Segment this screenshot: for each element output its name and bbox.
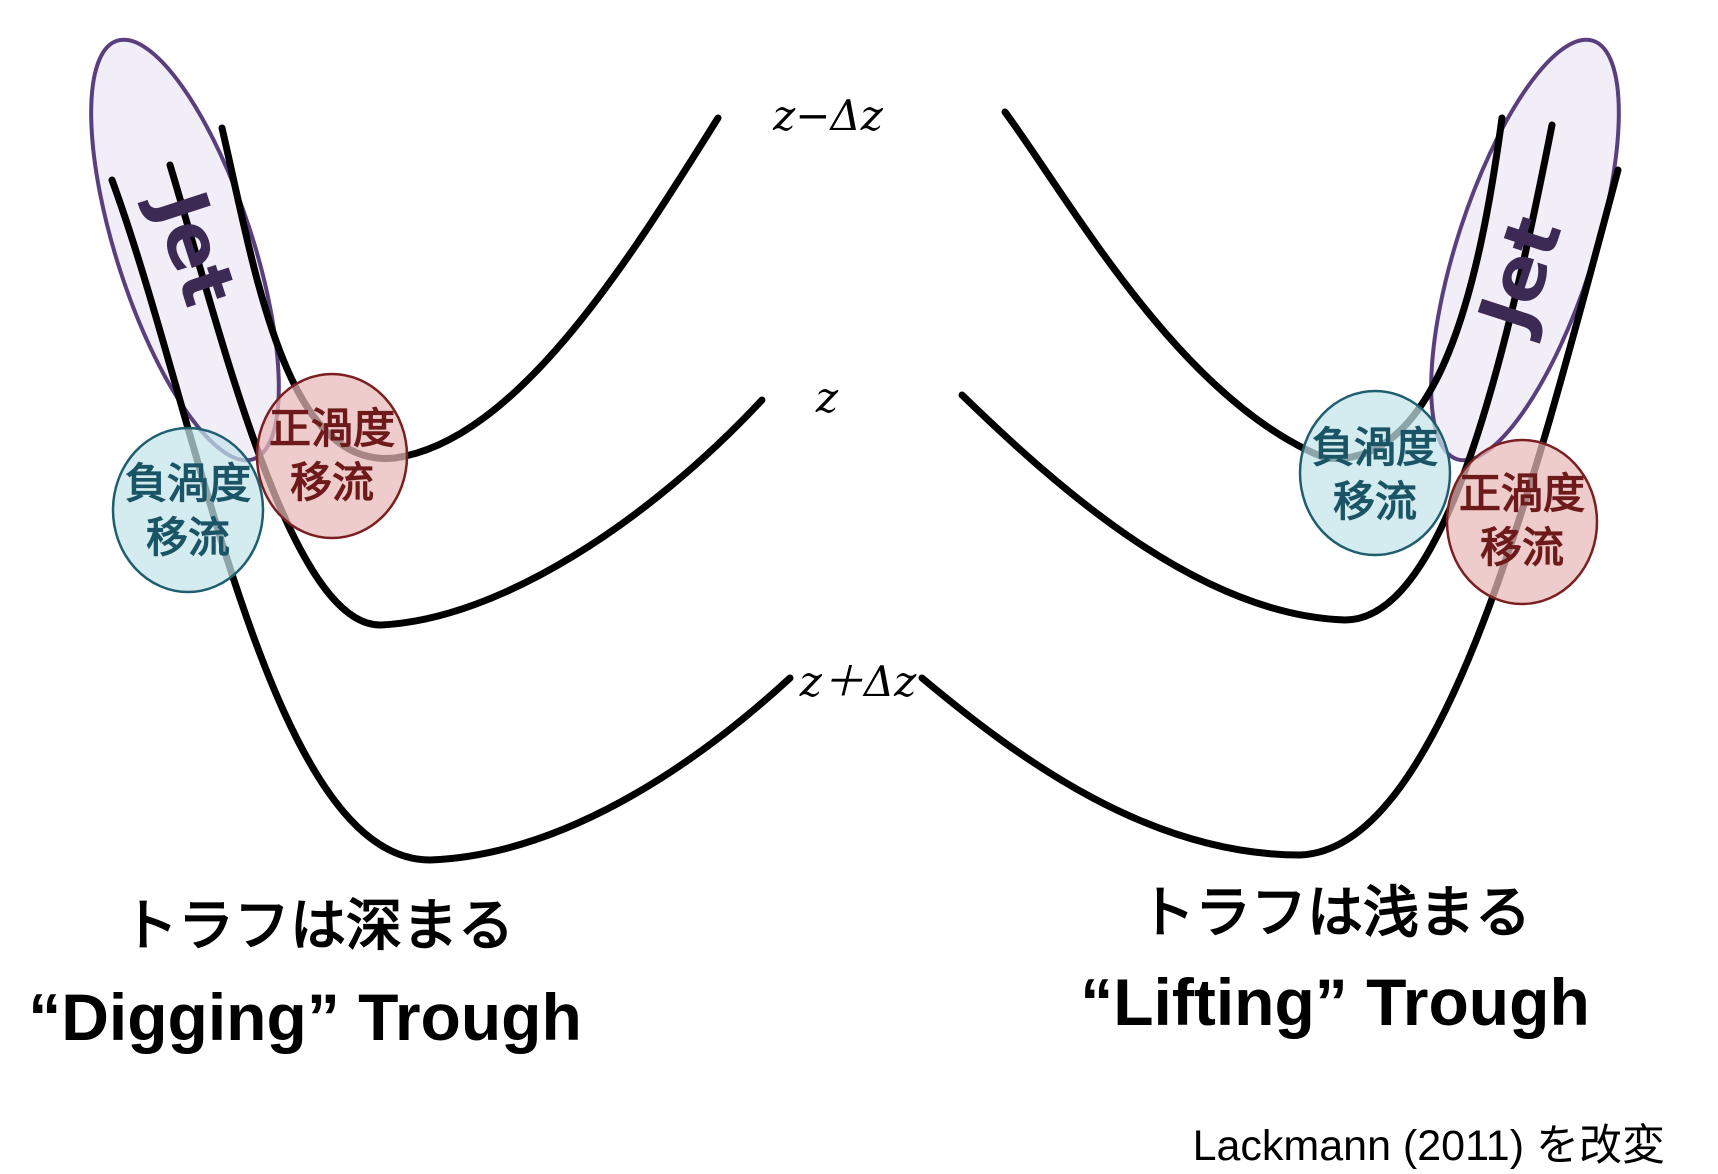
source-note: Lackmann (2011) を改変 — [1193, 1122, 1665, 1170]
left-negative-vorticity-text-2: 移流 — [146, 513, 230, 562]
left-contour-middle — [166, 161, 766, 629]
right-positive-vorticity-text-1: 正渦度 — [1459, 469, 1585, 518]
right-caption-jp: トラフは浅まる — [1139, 881, 1531, 946]
level-label-upper: z−Δz — [772, 91, 884, 140]
left-positive-vorticity-text-2: 移流 — [290, 458, 374, 507]
level-label-lower: z＋Δz — [799, 657, 917, 706]
right-caption-en: “Lifting” Trough — [1080, 965, 1590, 1039]
left-caption-jp: トラフは深まる — [122, 894, 514, 959]
right-contour-lower — [918, 166, 1622, 859]
right-negative-vorticity-text-1: 負渦度 — [1312, 423, 1438, 472]
right-positive-vorticity-circle — [1445, 438, 1599, 606]
right-negative-vorticity-circle — [1298, 389, 1452, 557]
left-negative-vorticity-text-1: 負渦度 — [125, 459, 251, 508]
left-positive-vorticity-text-1: 正渦度 — [269, 404, 395, 453]
level-label-middle: z — [815, 373, 839, 422]
right-contour-middle — [958, 121, 1556, 624]
right-positive-vorticity-text-2: 移流 — [1480, 523, 1564, 572]
right-contour-upper — [1001, 108, 1506, 462]
left-contour-lower — [108, 176, 794, 864]
left-caption-en: “Digging” Trough — [28, 980, 582, 1054]
left-positive-vorticity-circle — [255, 372, 409, 540]
left-jet-ellipse — [89, 37, 281, 463]
right-negative-vorticity-text-2: 移流 — [1333, 477, 1417, 526]
left-negative-vorticity-circle — [111, 426, 265, 594]
